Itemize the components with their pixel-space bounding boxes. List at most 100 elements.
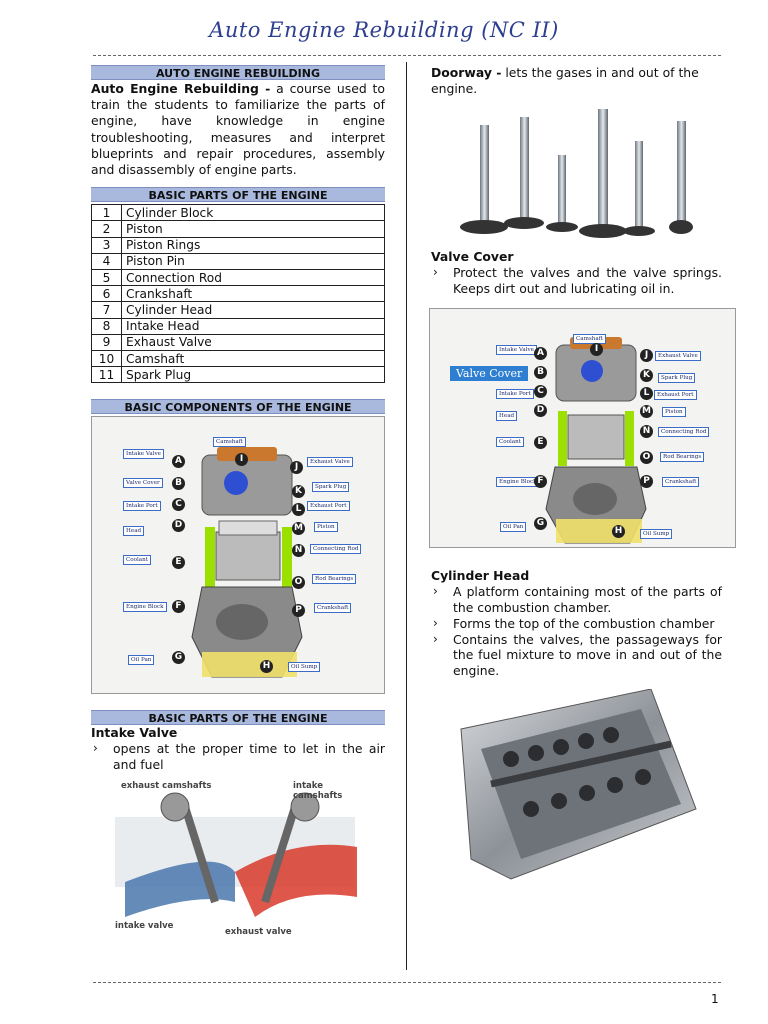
label-crankshaft: Crankshaft <box>662 477 700 488</box>
left-column: AUTO ENGINE REBUILDING Auto Engine Rebui… <box>91 65 385 955</box>
doorway-text: lets the gases in and out of the engine. <box>431 65 699 96</box>
letter-m: M <box>640 405 653 419</box>
letter-j: J <box>640 349 653 363</box>
page-title: Auto Engine Rebuilding (NC II) <box>209 18 559 42</box>
label-exhaust-valve-image: exhaust valve <box>225 926 292 937</box>
label-oil-sump: Oil Sump <box>640 529 673 540</box>
label-engine-block: Engine Block <box>496 477 540 488</box>
cylinder-head-bullets: A platform containing most of the parts … <box>431 584 722 678</box>
column-divider <box>406 62 407 970</box>
engine-components-diagram: Camshaft Intake Valve Exhaust Valve Valv… <box>91 416 385 695</box>
part-number: 2 <box>91 220 122 238</box>
label-coolant: Coolant <box>496 437 524 448</box>
letter-a: A <box>534 347 547 361</box>
doorway-paragraph: Doorway - lets the gases in and out of t… <box>431 65 722 97</box>
parts-heading-2: BASIC PARTS OF THE ENGINE <box>91 710 385 726</box>
letter-l: L <box>292 503 305 517</box>
label-oil-sump: Oil Sump <box>288 662 321 673</box>
label-crankshaft: Crankshaft <box>314 603 352 614</box>
label-engine-block: Engine Block <box>123 602 167 613</box>
label-spark-plug: Spark Plug <box>312 482 350 493</box>
intro-paragraph: Auto Engine Rebuilding - a course used t… <box>91 81 385 178</box>
letter-b: B <box>172 477 185 491</box>
label-spark-plug: Spark Plug <box>658 373 696 384</box>
letter-d: D <box>172 519 185 533</box>
letter-g: G <box>534 517 547 531</box>
label-exhaust-valve: Exhaust Valve <box>655 351 701 362</box>
label-oil-pan: Oil Pan <box>128 655 155 666</box>
list-item: Forms the top of the combustion chamber <box>431 616 722 632</box>
part-name: Connection Rod <box>121 268 385 287</box>
valves-photo <box>453 105 693 247</box>
letter-h: H <box>612 525 625 539</box>
letter-i: I <box>590 343 603 357</box>
camshaft-illustration: exhaust camshafts intake camshafts intak… <box>95 777 365 955</box>
letter-f: F <box>172 600 185 614</box>
part-name: Cylinder Block <box>121 204 385 222</box>
list-item: Contains the valves, the passageways for… <box>431 632 722 679</box>
parts-heading: BASIC PARTS OF THE ENGINE <box>91 187 385 203</box>
intro-text: a course used to train the students to f… <box>91 81 385 178</box>
label-intake-camshafts: intake camshafts <box>293 780 343 801</box>
label-head: Head <box>123 526 145 537</box>
letter-c: C <box>172 498 185 512</box>
label-intake-valve-image: intake valve <box>115 920 174 931</box>
valve-cover-banner: Valve Cover <box>450 366 529 382</box>
label-rod-bearings: Rod Bearings <box>660 452 705 463</box>
part-number: 7 <box>91 301 122 319</box>
part-name: Camshaft <box>121 349 385 368</box>
part-name: Spark Plug <box>121 366 385 384</box>
letter-g: G <box>172 651 185 665</box>
letter-p: P <box>292 604 305 618</box>
letter-i: I <box>235 453 248 467</box>
list-item: Protect the valves and the valve springs… <box>431 265 722 296</box>
part-name: Cylinder Head <box>121 301 385 319</box>
label-piston: Piston <box>662 407 686 418</box>
components-heading: BASIC COMPONENTS OF THE ENGINE <box>91 399 385 415</box>
label-exhaust-port: Exhaust Port <box>307 501 350 512</box>
letter-e: E <box>534 436 547 450</box>
valve-cover-diagram: Valve Cover Camshaft Intake Valve Exhaus… <box>429 308 736 549</box>
label-connecting-rod: Connecting Rod <box>310 544 362 555</box>
part-number: 6 <box>91 285 122 303</box>
letter-o: O <box>292 576 305 590</box>
part-name: Piston Pin <box>121 252 385 270</box>
label-coolant: Coolant <box>123 555 151 566</box>
cylinder-head-photo <box>451 688 701 881</box>
letter-d: D <box>534 404 547 418</box>
label-camshaft: Camshaft <box>573 334 607 345</box>
label-piston: Piston <box>314 522 338 533</box>
doorway-term: Doorway - <box>431 65 502 80</box>
label-intake-valve: Intake Valve <box>123 449 164 460</box>
intake-valve-title: Intake Valve <box>91 725 178 741</box>
letter-l: L <box>640 387 653 401</box>
letter-n: N <box>292 544 305 558</box>
letter-e: E <box>172 556 185 570</box>
label-rod-bearings: Rod Bearings <box>312 574 357 585</box>
letter-b: B <box>534 366 547 380</box>
part-number: 8 <box>91 317 122 335</box>
top-divider <box>93 55 721 56</box>
part-number: 4 <box>91 252 122 270</box>
part-number: 1 <box>91 204 122 222</box>
bottom-divider <box>93 982 721 983</box>
list-item: opens at the proper time to let in the a… <box>91 741 385 772</box>
label-exhaust-camshafts: exhaust camshafts <box>121 780 212 791</box>
label-camshaft: Camshaft <box>213 437 247 448</box>
label-intake-port: Intake Port <box>123 501 161 512</box>
label-intake-valve: Intake Valve <box>496 345 537 356</box>
part-number: 5 <box>91 268 122 287</box>
letter-m: M <box>292 522 305 536</box>
label-head: Head <box>496 411 518 422</box>
part-name: Piston <box>121 220 385 238</box>
cylinder-head-title: Cylinder Head <box>431 568 530 584</box>
letter-n: N <box>640 425 653 439</box>
